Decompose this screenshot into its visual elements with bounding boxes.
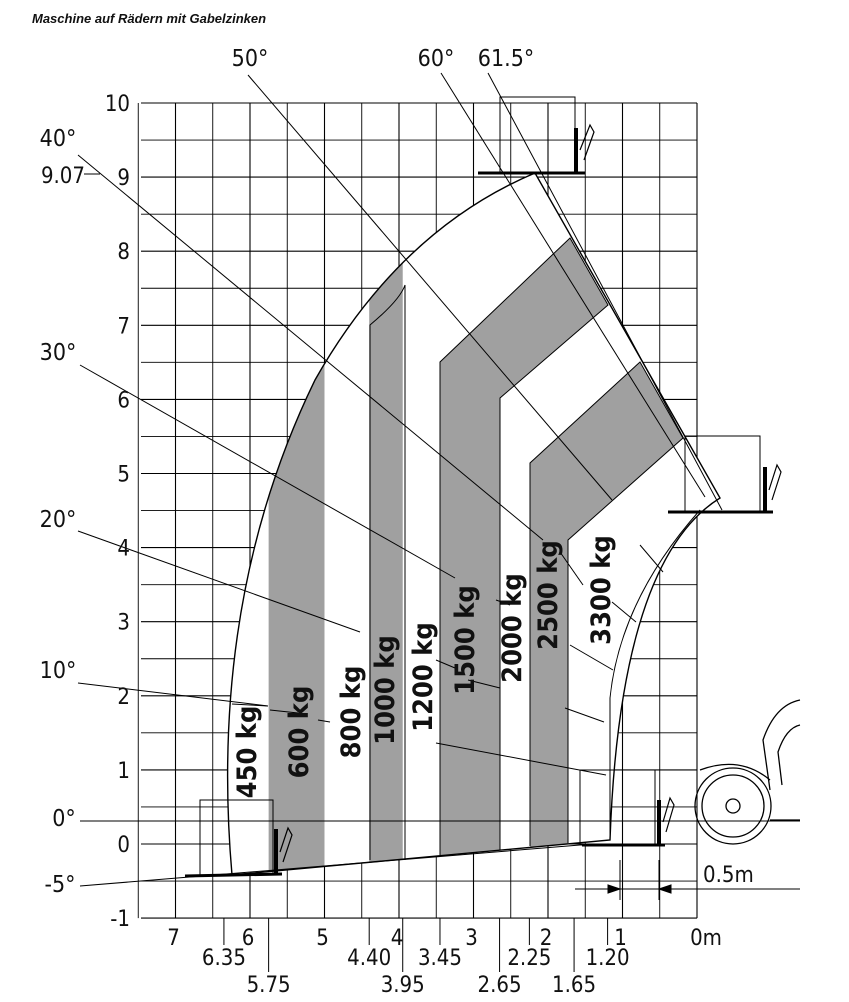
x-tick-label: 3: [465, 926, 478, 951]
x-tick-label: 5: [316, 926, 329, 951]
load-zone-label: 1500 kg: [450, 585, 481, 695]
boom-angle-label: 0°: [52, 806, 76, 832]
max-height-label: 9.07: [41, 164, 85, 189]
y-tick-label: 7: [117, 314, 130, 339]
y-tick-label: 0: [117, 833, 130, 858]
y-tick-label: 6: [117, 388, 130, 413]
load-zone-label: 600 kg: [284, 686, 315, 779]
load-leader-lines: [231, 544, 664, 776]
x-mark-label: 4.40: [347, 946, 391, 971]
zone-boundary-2500: [529, 361, 684, 846]
x-tick-label: 1: [614, 926, 627, 951]
y-tick-label: 4: [117, 537, 130, 562]
zone-boundary-3300: [609, 509, 701, 840]
x-mark-label: 1.20: [586, 946, 630, 971]
machine-wheel-icon: [694, 699, 801, 845]
load-zone-label: 450 kg: [232, 706, 263, 799]
fork-icon-mid: [668, 463, 782, 514]
load-zone-label: 800 kg: [336, 666, 367, 759]
load-zone-band: [530, 362, 683, 875]
y-tick-label: 5: [117, 463, 130, 488]
x-mark-label: 3.45: [418, 946, 462, 971]
boom-angle-lines: [77, 72, 800, 887]
load-zone-label: 2500 kg: [533, 540, 564, 650]
load-zone-label: 1200 kg: [408, 622, 439, 732]
load-zone-label: 1000 kg: [370, 635, 401, 745]
x-mark-label: 5.75: [247, 973, 291, 998]
y-tick-label: 9: [117, 166, 130, 191]
boom-angle-label: 40°: [40, 126, 77, 152]
x-mark-label: 6.35: [202, 946, 246, 971]
x-mark-label: 3.95: [381, 973, 425, 998]
y-tick-label: 8: [117, 240, 130, 265]
x-mark-label: 1.65: [552, 973, 596, 998]
working-envelope-outline: [226, 172, 721, 876]
boom-angle-label: 61.5°: [478, 46, 534, 72]
y-tick-label: 10: [105, 92, 130, 117]
load-zone-label: 2000 kg: [497, 573, 528, 683]
x-axis-unit: 0m: [690, 926, 722, 951]
load-box-top: [499, 96, 576, 174]
boom-angle-label: 20°: [40, 507, 77, 533]
x-mark-label: 2.25: [507, 946, 551, 971]
load-zone-band: [369, 173, 403, 875]
x-mark-label: 2.65: [478, 973, 522, 998]
dimension-marker: [575, 860, 800, 900]
zone-boundary-1500: [439, 237, 609, 855]
boom-angle-label: 30°: [40, 340, 77, 366]
boom-angle-label: 60°: [418, 46, 455, 72]
y-tick-label: 3: [117, 611, 130, 636]
y-tick-label: 2: [117, 685, 130, 710]
x-tick-label: 2: [540, 926, 553, 951]
fork-icon-ground: [582, 796, 675, 847]
y-tick-label: -1: [110, 907, 130, 932]
boom-angle-label: 50°: [232, 46, 269, 72]
load-zone-label: 3300 kg: [586, 535, 617, 645]
dimension-label: 0.5m: [703, 863, 754, 888]
boom-angle-label: -5°: [45, 872, 76, 898]
fork-icon-top: [478, 123, 595, 175]
x-tick-label: 6: [242, 926, 255, 951]
chart-caption: Maschine auf Rädern mit Gabelzinken: [32, 11, 267, 26]
x-tick-label: 4: [391, 926, 404, 951]
zone-boundary-inner: [369, 284, 406, 860]
y-tick-label: 1: [117, 759, 130, 784]
boom-angle-label: 10°: [40, 658, 77, 684]
x-tick-label: 7: [167, 926, 180, 951]
load-zone-band: [440, 238, 608, 875]
